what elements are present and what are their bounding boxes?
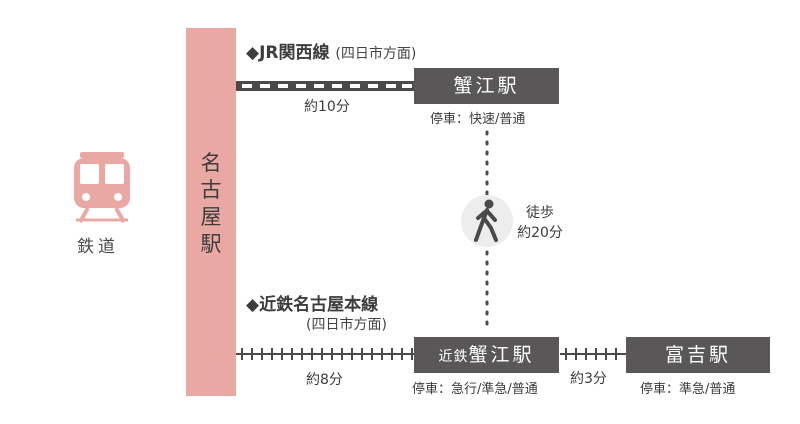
nagoya-label-char: 駅 bbox=[200, 232, 222, 256]
nagoya-label-char: 屋 bbox=[200, 205, 222, 229]
walking-person-icon bbox=[461, 195, 513, 247]
tomiyoshi-station-label: 富吉駅 bbox=[664, 344, 731, 366]
jr-stop-info: 停車：快速/普通 bbox=[430, 112, 526, 127]
jr-line-title: ◆JR関西線 bbox=[246, 43, 330, 63]
jr-line-direction: (四日市方面) bbox=[335, 46, 417, 62]
kanie-jr-station-label: 蟹江駅 bbox=[453, 75, 520, 97]
kintetsu-station-prefix: 近鉄 bbox=[438, 349, 469, 365]
kintetsu-line-name: ◆近鉄名古屋本線 bbox=[246, 295, 379, 315]
kintetsu-kanie-stop-info: 停車：急行/準急/普通 bbox=[412, 382, 538, 397]
kanie-jr-station-box: 蟹江駅 bbox=[414, 68, 559, 104]
kintetsu-kanie-station-box: 近鉄蟹江駅 bbox=[414, 337, 559, 373]
train-icon bbox=[74, 152, 130, 223]
walk-info: 徒歩 約20分 bbox=[505, 203, 575, 243]
nagoya-label-char: 名 bbox=[200, 151, 222, 175]
tomiyoshi-station-box: 富吉駅 bbox=[626, 337, 770, 373]
jr-line-track bbox=[236, 81, 414, 91]
nagoya-station-label: 名 古 屋 駅 bbox=[186, 150, 236, 258]
walk-label: 徒歩 bbox=[526, 205, 554, 221]
kintetsu-kanie-station-label: 蟹江駅 bbox=[468, 344, 535, 366]
kintetsu-travel-time: 約8分 bbox=[306, 372, 343, 388]
jr-travel-time: 約10分 bbox=[304, 99, 350, 115]
nagoya-station-bar bbox=[186, 28, 236, 396]
tomiyoshi-travel-time: 約3分 bbox=[570, 371, 607, 387]
jr-line-name: ◆JR関西線 (四日市方面) bbox=[246, 38, 416, 63]
walk-time: 約20分 bbox=[517, 225, 563, 241]
mode-label: 鉄道 bbox=[77, 237, 119, 257]
tomiyoshi-stop-info: 停車：準急/普通 bbox=[640, 382, 736, 397]
kintetsu-line-track bbox=[236, 348, 626, 360]
nagoya-label-char: 古 bbox=[200, 178, 222, 202]
kintetsu-line-direction: (四日市方面) bbox=[306, 317, 387, 333]
